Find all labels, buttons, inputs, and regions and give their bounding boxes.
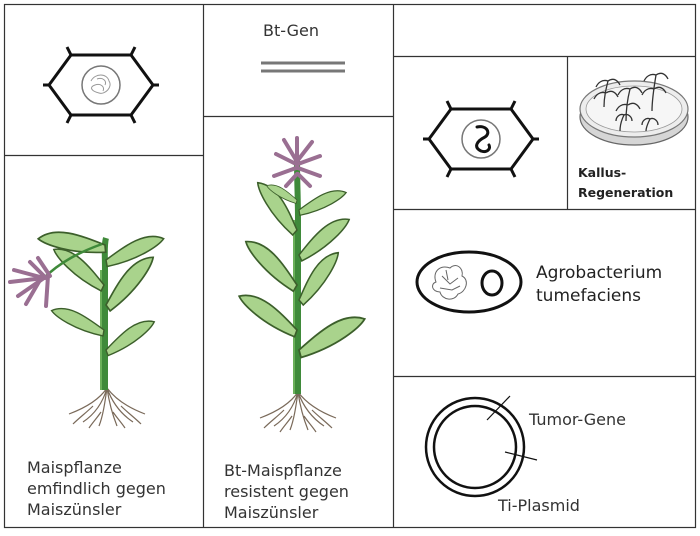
plant1-caption-line1: Maispflanze — [27, 458, 122, 477]
maize-plant-icon — [231, 136, 371, 433]
maize-plant-icon — [8, 227, 168, 429]
bt-gene-symbol — [261, 61, 345, 73]
petri-dish-icon — [579, 72, 689, 146]
plant2-caption-line1: Bt-Maispflanze — [224, 461, 342, 480]
plant1-caption-line3: Maiszünsler — [27, 500, 122, 519]
agrobacterium-label: Agrobacterium tumefaciens — [536, 262, 662, 308]
tumor-gene-label: Tumor-Gene — [529, 410, 626, 429]
ti-plasmid-label: Ti-Plasmid — [498, 496, 580, 515]
bacterium-icon — [415, 250, 523, 314]
maize-plant-caption: Maispflanze emfindlich gegen Maiszünsler — [27, 457, 166, 520]
plasmid-ring-icon — [424, 395, 538, 498]
agro-label-line1: Agrobacterium — [536, 263, 663, 283]
plant2-caption-line3: Maiszünsler — [224, 503, 319, 522]
grid-lines — [3, 3, 697, 529]
kallus-label-line1: Kallus- — [578, 165, 627, 180]
kallus-label-line2: Regeneration — [578, 185, 674, 200]
bt-gen-label: Bt-Gen — [263, 21, 319, 40]
kallus-regeneration-label: Kallus- Regeneration — [578, 163, 673, 203]
bt-maize-plant-caption: Bt-Maispflanze resistent gegen Maiszünsl… — [224, 460, 349, 523]
agro-label-line2: tumefaciens — [536, 286, 642, 306]
plant1-caption-line2: emfindlich gegen — [27, 479, 166, 498]
plant-cell-icon — [43, 46, 159, 124]
plant-cell-icon — [423, 100, 539, 178]
plant2-caption-line2: resistent gegen — [224, 482, 349, 501]
